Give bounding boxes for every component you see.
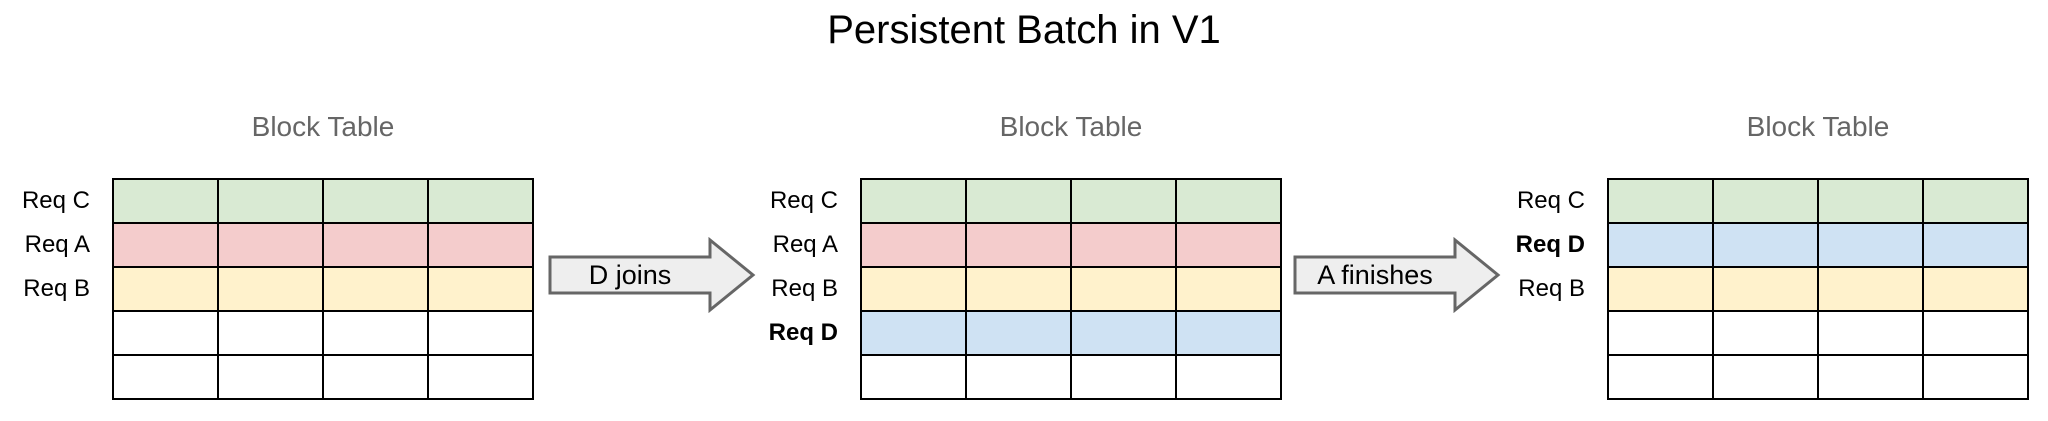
arrow-label: A finishes [1317,259,1433,290]
d-joins-arrow: D joins [548,237,756,313]
block-grid [860,178,1282,400]
block-cell [1924,312,2027,354]
block-table-panel-3: Block Table Req C Req D Req B [1495,105,2029,405]
block-table-panel-2: Block Table Req C Req A Req B Req D [748,105,1282,405]
block-cell [1714,180,1817,222]
block-cell [967,312,1070,354]
block-cell [219,268,322,310]
block-grid [1607,178,2029,400]
block-cell [862,180,965,222]
block-cell [862,312,965,354]
row-label: Req D [1515,231,1585,258]
block-cell [1819,180,1922,222]
a-finishes-arrow: A finishes [1293,237,1501,313]
block-cell [1819,268,1922,310]
row-label: Req A [24,231,90,258]
block-cell [1072,268,1175,310]
block-cell [1924,268,2027,310]
block-cell [1714,312,1817,354]
block-cell [324,224,427,266]
block-cell [1714,268,1817,310]
block-cell [429,356,532,398]
block-cell [324,268,427,310]
block-cell [114,312,217,354]
row-label: Req A [772,231,838,258]
block-cell [967,224,1070,266]
row-label: Req C [769,187,838,214]
block-cell [429,224,532,266]
block-cell [862,356,965,398]
block-cell [1819,356,1922,398]
block-cell [1072,356,1175,398]
block-cell [1177,268,1280,310]
arrow-label: D joins [588,259,672,290]
block-cell [862,268,965,310]
row-labels: Req C Req A Req B Req D [748,105,860,405]
block-cell [429,268,532,310]
block-cell [967,268,1070,310]
block-cell [324,312,427,354]
block-cell [1072,224,1175,266]
block-cell [429,312,532,354]
block-table-panel-1: Block Table Req C Req A Req B [0,105,534,405]
block-cell [1924,180,2027,222]
block-cell [219,356,322,398]
row-labels: Req C Req A Req B [0,105,112,405]
block-cell [1072,180,1175,222]
block-cell [114,224,217,266]
row-label: Req B [771,275,838,302]
block-cell [1609,224,1712,266]
block-cell [114,268,217,310]
row-labels: Req C Req D Req B [1495,105,1607,405]
block-table-heading: Block Table [999,111,1143,142]
block-cell [1609,356,1712,398]
block-cell [1819,312,1922,354]
block-cell [967,356,1070,398]
block-table-heading: Block Table [1746,111,1890,142]
row-label: Req C [1516,187,1585,214]
block-cell [219,224,322,266]
row-label: Req B [1518,275,1585,302]
block-cell [219,312,322,354]
block-cell [114,180,217,222]
block-cell [1609,180,1712,222]
block-cell [324,180,427,222]
block-cell [1924,224,2027,266]
block-cell [1177,312,1280,354]
block-cell [862,224,965,266]
row-label: Req D [768,319,838,346]
block-table-heading: Block Table [251,111,395,142]
block-cell [1072,312,1175,354]
block-cell [324,356,427,398]
block-cell [1177,180,1280,222]
block-cell [1924,356,2027,398]
right-arrow-shape [548,237,756,313]
block-cell [429,180,532,222]
block-cell [1609,268,1712,310]
block-cell [219,180,322,222]
block-cell [1714,356,1817,398]
block-cell [1714,224,1817,266]
block-cell [114,356,217,398]
block-cell [1819,224,1922,266]
row-label: Req C [21,187,90,214]
block-grid [112,178,534,400]
right-arrow-shape [1293,237,1501,313]
diagram-title: Persistent Batch in V1 [827,8,1221,52]
block-cell [1609,312,1712,354]
block-cell [1177,356,1280,398]
block-cell [1177,224,1280,266]
row-label: Req B [23,275,90,302]
block-cell [967,180,1070,222]
